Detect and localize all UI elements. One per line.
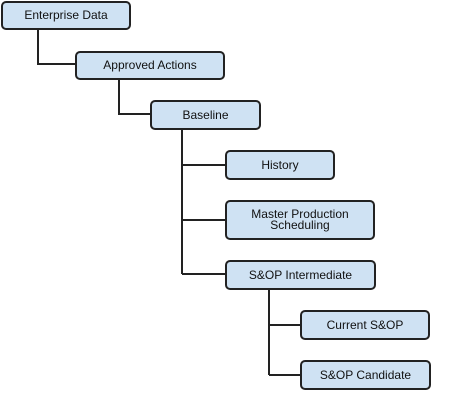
node-current-sop: Current S&OP <box>300 310 430 340</box>
node-baseline: Baseline <box>150 100 261 130</box>
node-sop-intermediate: S&OP Intermediate <box>225 260 376 290</box>
node-sop-candidate: S&OP Candidate <box>300 360 431 390</box>
connector-approved-baseline <box>118 80 150 115</box>
node-master-production-scheduling: Master Production Scheduling <box>225 200 375 240</box>
connector-enterprise-approved <box>37 30 75 65</box>
node-history: History <box>225 150 335 180</box>
node-approved-actions: Approved Actions <box>75 51 225 80</box>
node-enterprise-data: Enterprise Data <box>1 1 131 30</box>
